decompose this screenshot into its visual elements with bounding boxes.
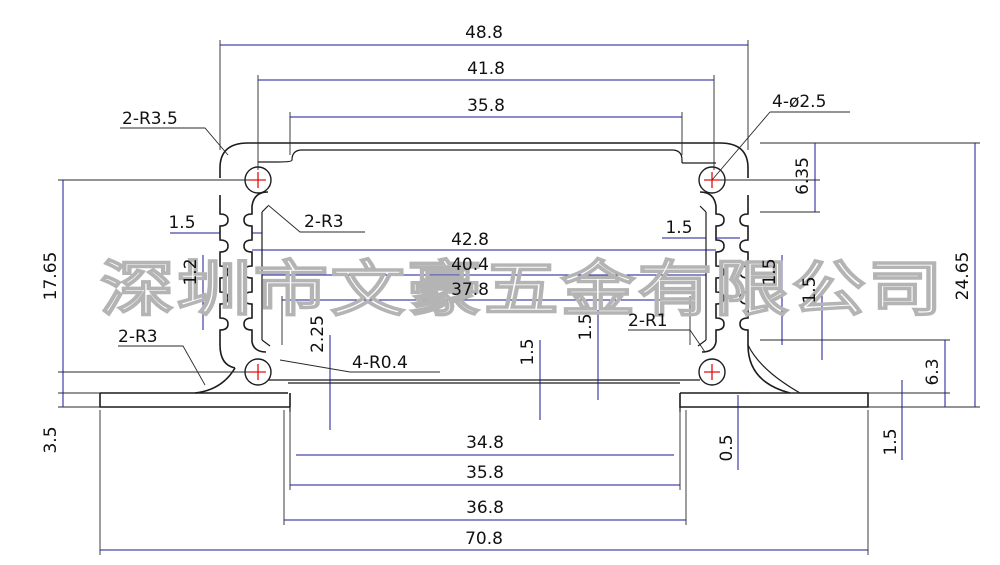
label-0-5: 0.5 (717, 434, 737, 461)
label-48-8: 48.8 (465, 23, 503, 43)
label-41-8: 41.8 (467, 59, 505, 79)
label-wall-left: 1.5 (168, 213, 195, 233)
label-3-5: 3.5 (41, 426, 61, 453)
left-wall (219, 208, 236, 369)
company-watermark: 深圳市文豪五金有限公司 (100, 255, 945, 325)
leader-phi-2-5 (711, 111, 850, 181)
label-34-8: 34.8 (466, 433, 504, 453)
bottom-step (289, 407, 681, 412)
label-70-8: 70.8 (465, 529, 503, 549)
callout-r3-5: 2-R3.5 (122, 109, 178, 129)
base-flange (99, 392, 869, 408)
label-2-25: 2.25 (308, 315, 328, 353)
right-wall (739, 208, 791, 394)
inner-top-line (258, 159, 716, 164)
label-40-4: 40.4 (451, 255, 489, 275)
label-36-8: 36.8 (466, 498, 504, 518)
label-35-8-bottom: 35.8 (466, 463, 504, 483)
callout-r3-slot: 2-R3 (304, 212, 344, 232)
label-1-5-right-b: 1.5 (800, 276, 820, 303)
leader-r0-4 (279, 359, 440, 373)
leader-r3-5 (120, 127, 229, 156)
callout-r0-4: 4-R0.4 (352, 353, 408, 373)
right-slot-wall (697, 205, 707, 347)
leader-r3-bottom (118, 345, 206, 386)
leader-r3 (267, 204, 365, 233)
label-wall-right: 1.5 (665, 218, 692, 238)
dimension-labels: 48.8 41.8 35.8 42.8 40.4 37.8 34.8 35.8 … (41, 23, 973, 549)
label-24-65: 24.65 (953, 252, 973, 301)
dimension-lines (58, 40, 980, 555)
label-6-3: 6.3 (923, 358, 943, 385)
label-6-35: 6.35 (793, 157, 813, 195)
label-1-5-right-a: 1.5 (760, 258, 780, 285)
label-1-5-flange: 1.5 (881, 428, 901, 455)
label-1-5-center-b: 1.5 (576, 313, 596, 340)
label-37-8: 37.8 (451, 280, 489, 300)
base-inner (268, 379, 700, 384)
leader-r1 (628, 329, 706, 353)
callout-r3-fillet: 2-R3 (118, 327, 158, 347)
right-inner-wall (699, 191, 725, 353)
label-35-8-top: 35.8 (467, 96, 505, 116)
callout-r1: 2-R1 (628, 311, 668, 331)
outer-shell (219, 142, 749, 208)
label-1-2: 1.2 (181, 258, 201, 285)
right-fillet-inner (747, 344, 868, 394)
label-1-5-center-a: 1.5 (518, 338, 538, 365)
label-42-8: 42.8 (451, 230, 489, 250)
callout-phi-2-5: 4-ø2.5 (772, 92, 826, 112)
label-17-65: 17.65 (41, 252, 61, 301)
inner-top-wall (291, 149, 683, 163)
left-inner-wall (243, 191, 269, 353)
